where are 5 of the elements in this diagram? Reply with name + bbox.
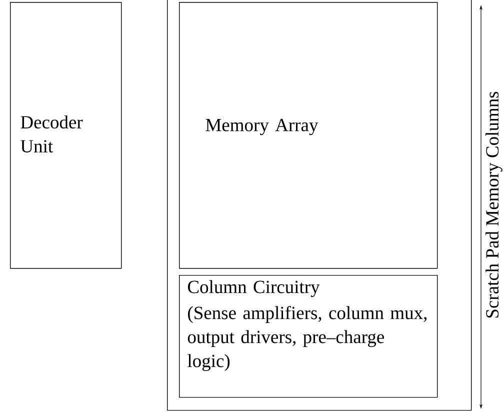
memory-array-box: Memory Array (179, 2, 438, 269)
dimension-label: Scratch Pad Memory Columns (486, 92, 502, 318)
decoder-box: Decoder Unit (10, 2, 122, 269)
outer-box (167, 0, 472, 411)
column-circuitry-box: Column Circuitry (Sense amplifiers, column mux, output drivers, pre–charge logic) (179, 274, 438, 398)
